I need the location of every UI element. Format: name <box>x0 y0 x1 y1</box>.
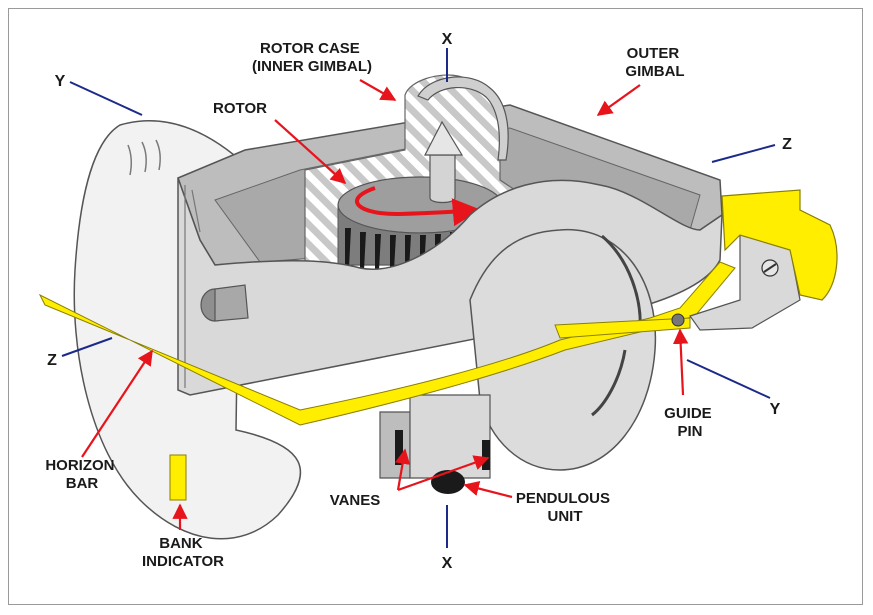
inner-gimbal-arc <box>417 76 509 161</box>
horizon-bar-shape <box>38 261 736 426</box>
rotor-spindle-tip <box>424 120 464 156</box>
label-guide-pin: GUIDE PIN <box>664 405 716 440</box>
label-rotor-case: ROTOR CASE (INNER GIMBAL) <box>252 40 372 75</box>
right-yellow-block <box>721 189 838 301</box>
axis-y-left: Y <box>55 73 66 90</box>
label-rotor: ROTOR <box>213 100 267 117</box>
horizon-drum-ridges <box>127 139 161 176</box>
axis-z-right: Z <box>782 136 792 153</box>
rotor-spin-arrow <box>355 186 481 227</box>
left-pivot-pin <box>200 284 249 322</box>
axis-z-left: Z <box>47 352 57 369</box>
bank-indicator-pointer <box>169 454 187 501</box>
label-outer-gimbal: OUTER GIMBAL <box>625 45 684 80</box>
pointer-arrows <box>81 79 689 530</box>
outer-gimbal-rim <box>184 185 201 388</box>
label-pendulous-unit: PENDULOUS UNIT <box>516 490 614 525</box>
horizon-bar-fork <box>554 317 691 339</box>
label-bank-indicator: BANK INDICATOR <box>142 535 224 570</box>
axis-x-top: X <box>442 31 453 48</box>
axis-x-bottom: X <box>442 555 453 572</box>
axis-y-right: Y <box>770 401 781 418</box>
label-horizon-bar: HORIZON BAR <box>45 457 118 492</box>
axis-lines <box>61 48 776 548</box>
label-vanes: VANES <box>330 492 381 509</box>
guide-pin <box>671 313 685 327</box>
pendulous-unit-body <box>379 394 491 494</box>
rotor-spindle <box>429 154 456 204</box>
